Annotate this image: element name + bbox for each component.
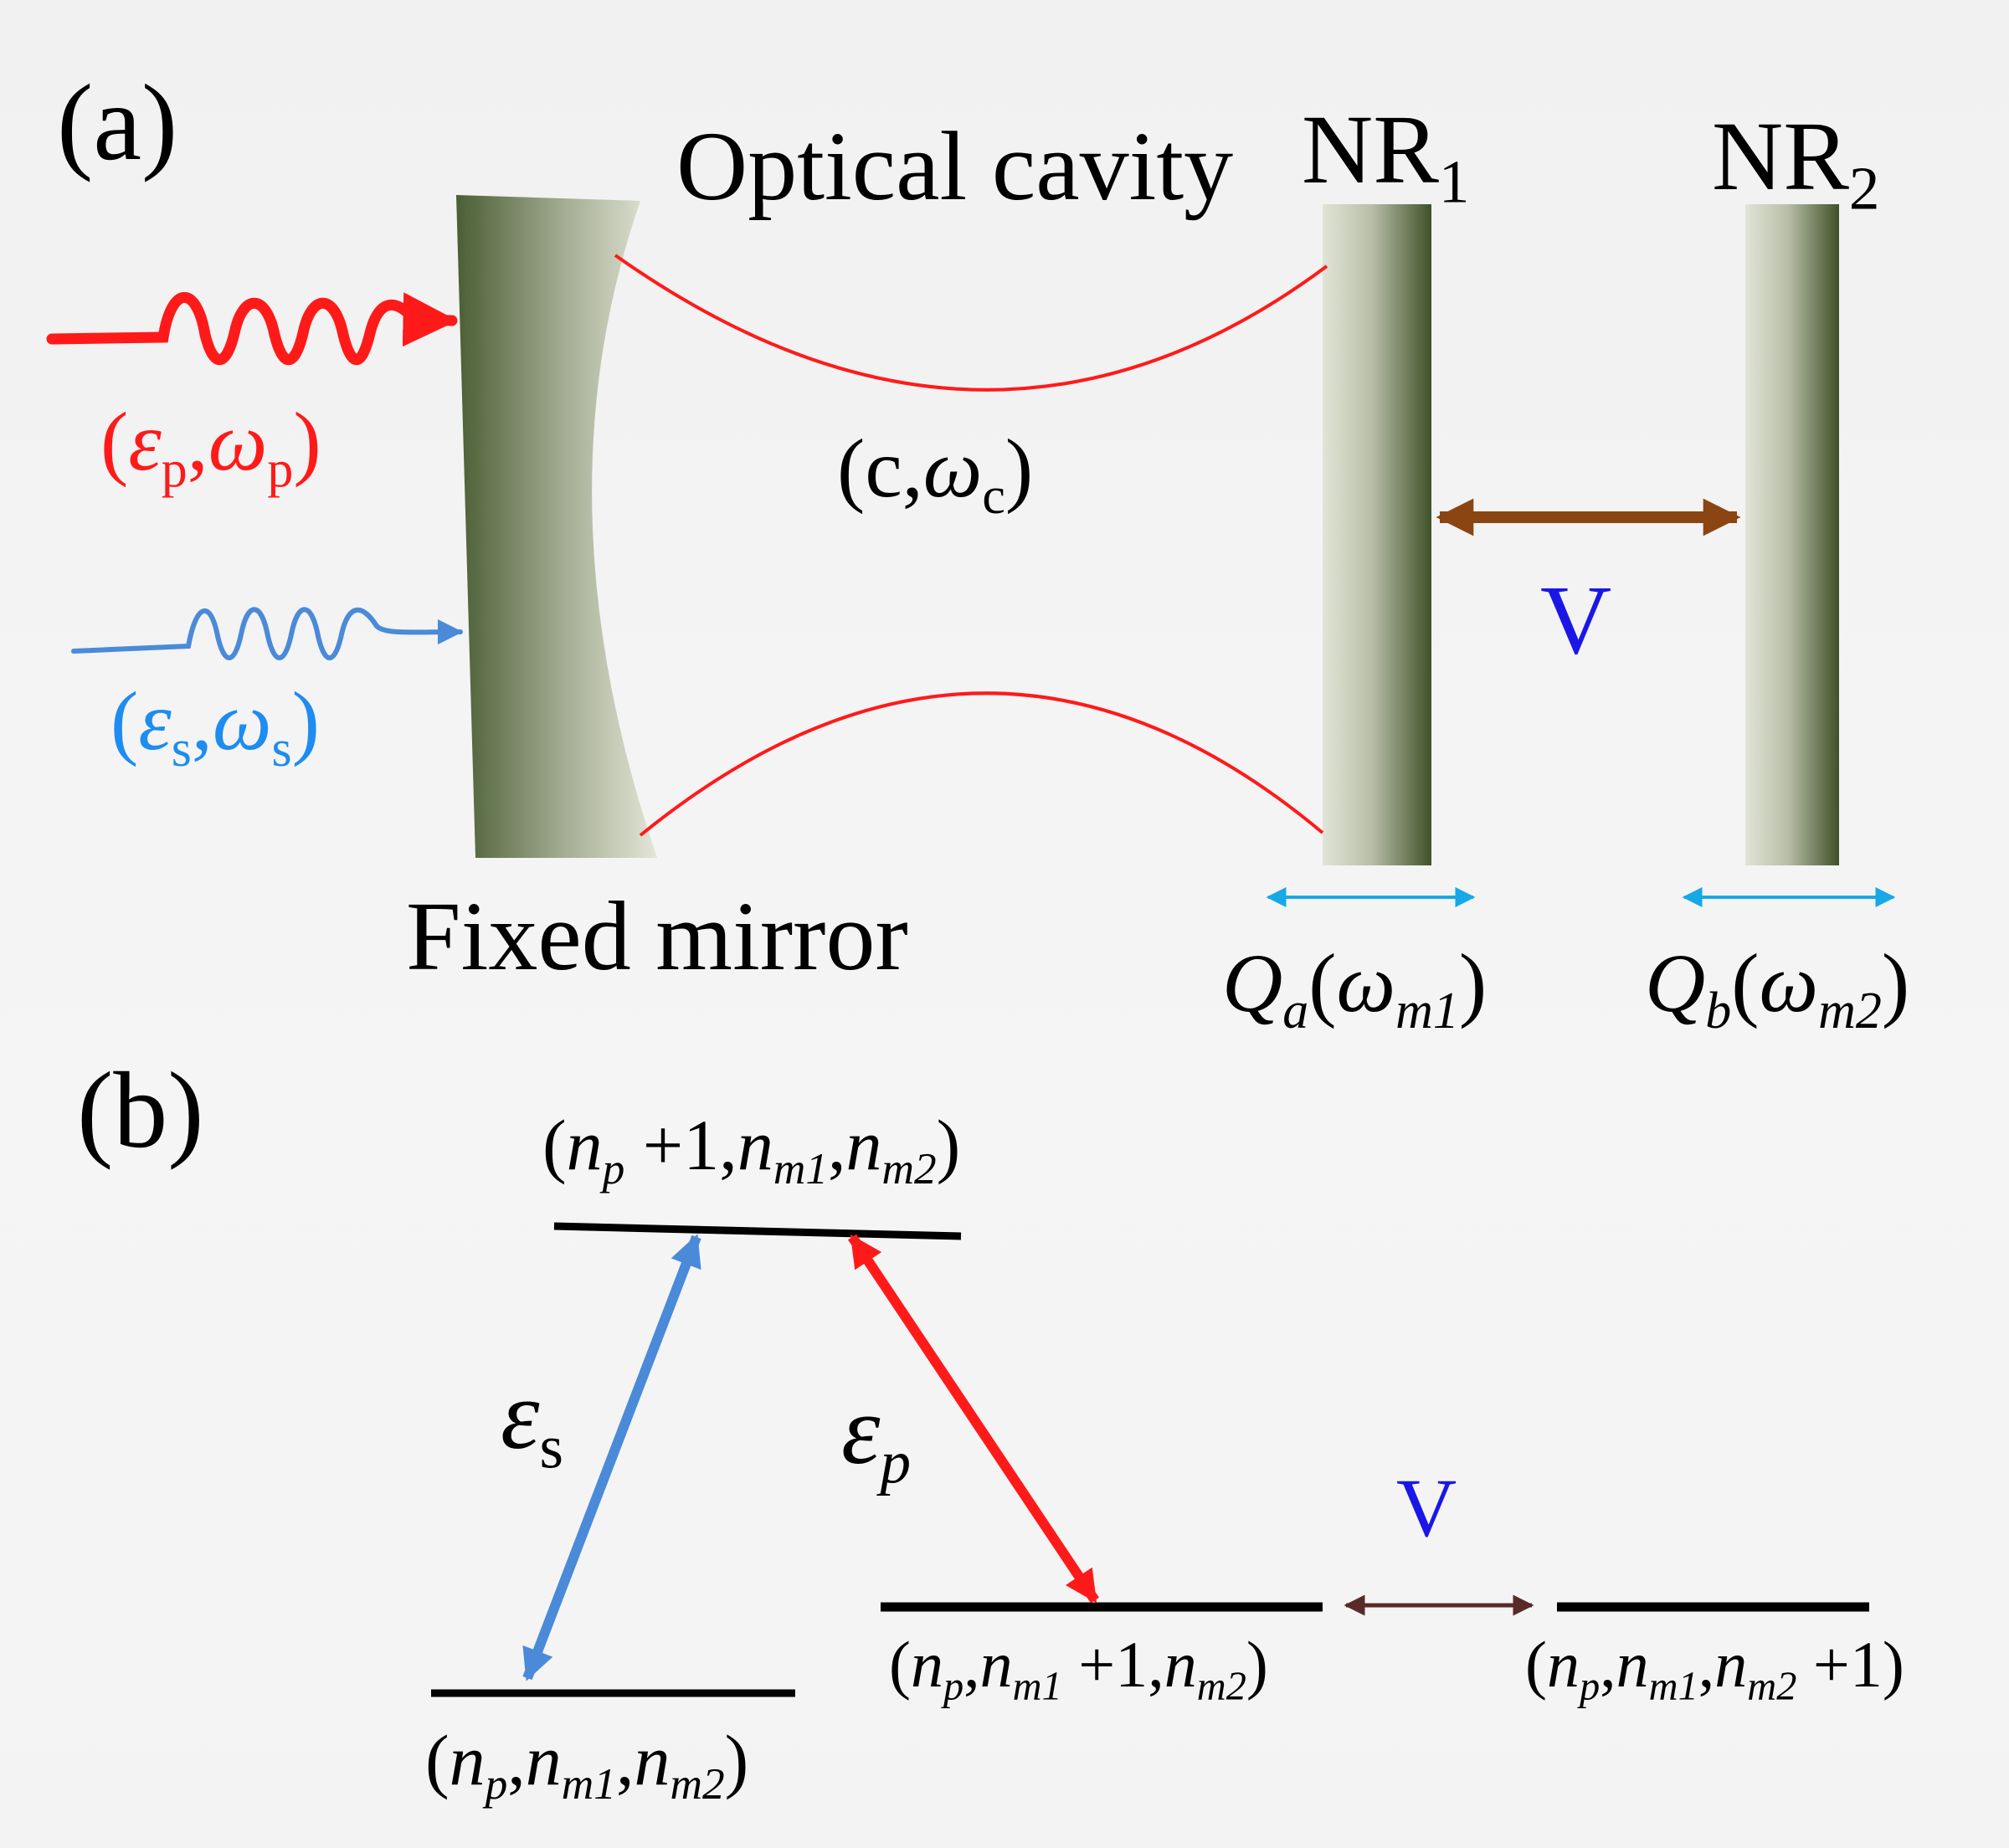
coupling-v-label-a: V xyxy=(1540,565,1612,675)
nr2-label: NR2 xyxy=(1712,101,1880,223)
mid-state-label: (np,nm1 +1,nm2) xyxy=(889,1628,1268,1709)
top-state-label: (np +1,nm1,nm2) xyxy=(542,1105,961,1194)
optical-cavity-label: Optical cavity xyxy=(676,111,1234,221)
panel-b-label: (b) xyxy=(77,1050,204,1171)
fixed-mirror-label: Fixed mirror xyxy=(406,881,908,991)
probe-field-wave xyxy=(46,292,458,366)
eps-s-label: εs xyxy=(501,1360,563,1481)
coupling-v-label-b: V xyxy=(1396,1461,1457,1554)
probe-field-label: (εp,ωp) xyxy=(100,395,321,498)
qb-label: Qb(ωm2) xyxy=(1645,937,1910,1040)
panel-a-label: (a) xyxy=(57,63,178,183)
eps-p-label: εp xyxy=(841,1375,912,1496)
signal-transition-arrow xyxy=(522,1234,701,1681)
probe-transition-arrow xyxy=(848,1234,1099,1604)
cavity-mode-label: (c,ωc) xyxy=(837,422,1034,525)
cavity-beam-lower xyxy=(639,691,1324,837)
signal-field-label: (εs,ωs) xyxy=(110,675,320,778)
level-top xyxy=(553,1222,962,1240)
signal-field-wave xyxy=(71,607,463,660)
fixed-mirror xyxy=(456,195,657,858)
nr1-label: NR1 xyxy=(1302,95,1470,216)
nanoresonator-2 xyxy=(1745,204,1839,865)
right-state-label: (np,nm1,nm2 +1) xyxy=(1525,1628,1904,1709)
nanoresonator-1 xyxy=(1323,204,1431,865)
cavity-beam-upper xyxy=(614,254,1328,392)
ground-state-label: (np,nm1,nm2) xyxy=(425,1720,749,1810)
qa-label: Qa(ωm1) xyxy=(1222,937,1487,1040)
